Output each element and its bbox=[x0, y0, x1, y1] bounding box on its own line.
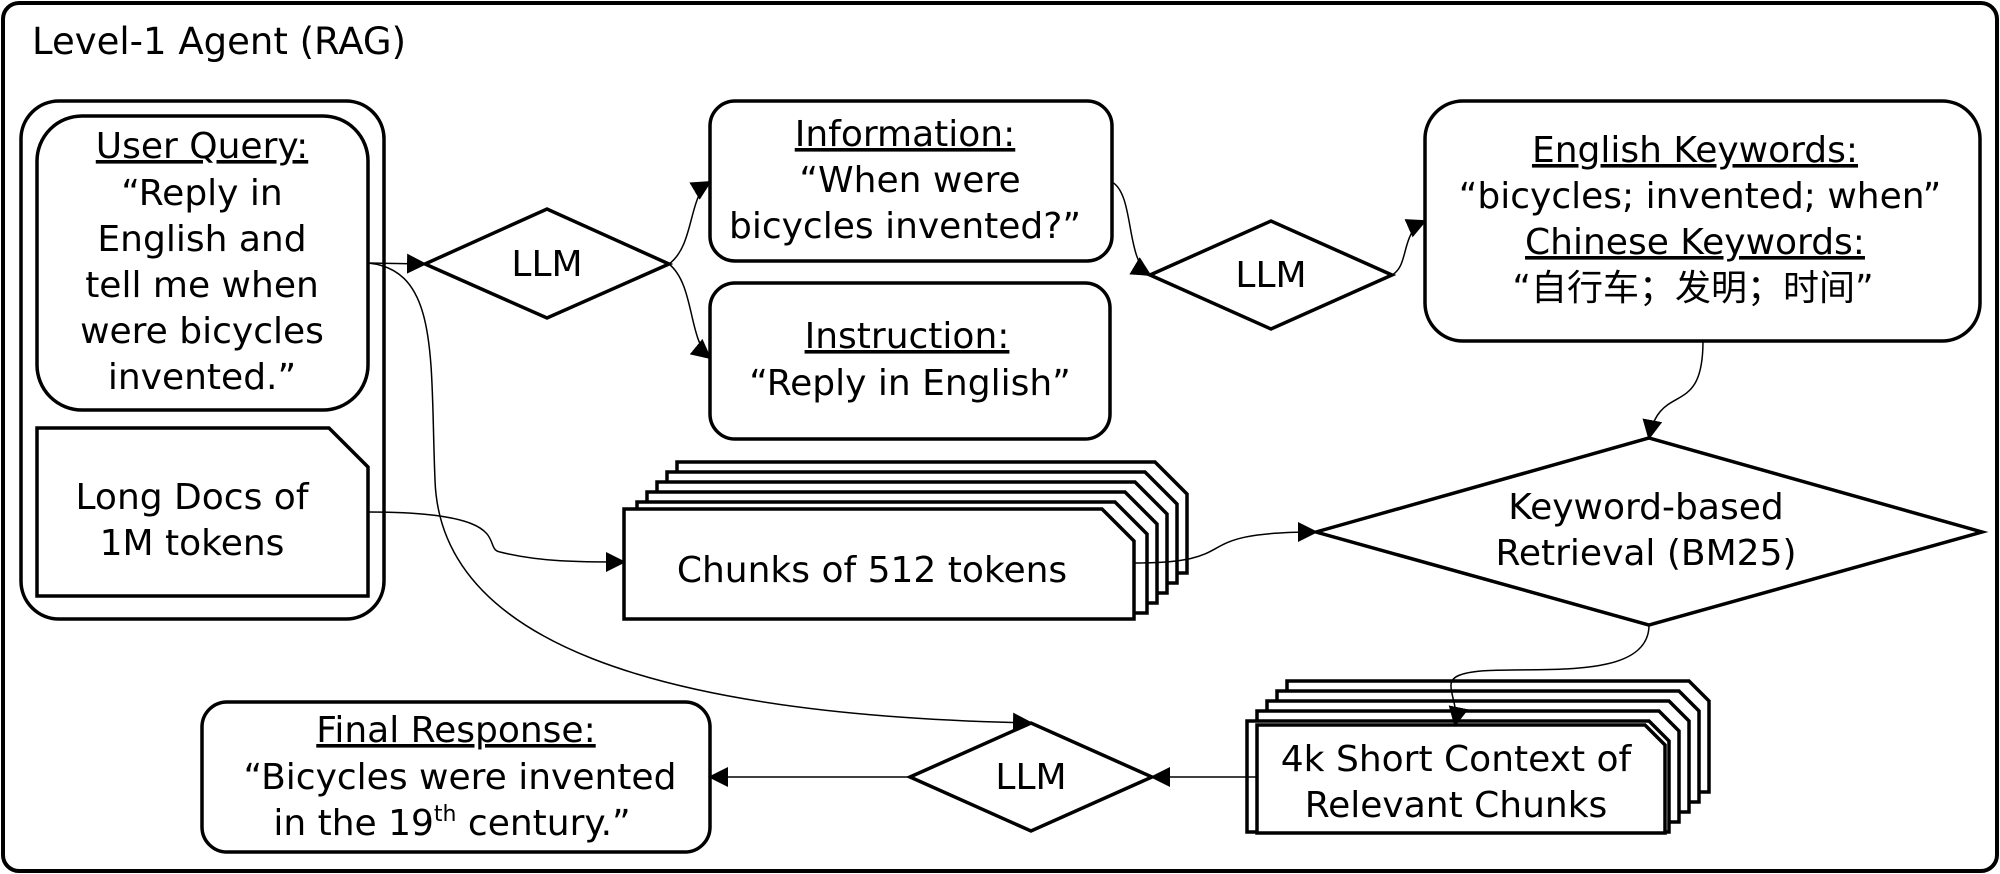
final-response-line: “Bicycles were invented bbox=[244, 757, 677, 798]
short-context-line: 4k Short Context of bbox=[1281, 739, 1633, 780]
diagram-title: Level-1 Agent (RAG) bbox=[32, 20, 406, 63]
llm-label: LLM bbox=[1235, 255, 1306, 296]
final-response-box: Final Response: “Bicycles were invented … bbox=[200, 700, 712, 854]
english-keywords-heading: English Keywords: bbox=[1532, 130, 1858, 171]
final-response-line2-post: century.” bbox=[456, 803, 630, 844]
chunks-to-retrieval-arrow bbox=[1133, 522, 1318, 564]
llm-diamond-2: LLM bbox=[1145, 219, 1397, 331]
english-keywords-value: “bicycles; invented; when” bbox=[1459, 176, 1942, 217]
information-line: “When were bbox=[799, 160, 1020, 201]
user-query-line: English and bbox=[97, 219, 306, 260]
final-response-heading: Final Response: bbox=[316, 710, 595, 751]
user-query-line: tell me when bbox=[85, 265, 319, 306]
llm-diamond-1: LLM bbox=[420, 207, 674, 320]
instruction-line: “Reply in English” bbox=[749, 363, 1071, 404]
longdocs-to-chunks-arrow bbox=[367, 511, 626, 572]
user-query-box: User Query: “Reply in English and tell m… bbox=[35, 114, 370, 412]
query-to-llm3-arrow bbox=[367, 262, 1033, 733]
final-response-line: in the 19th century.” bbox=[273, 802, 630, 844]
llm1-to-information-arrow bbox=[668, 180, 712, 265]
user-query-line: invented.” bbox=[108, 357, 296, 398]
keywords-box: English Keywords: “bicycles; invented; w… bbox=[1423, 99, 1982, 343]
user-query-line: “Reply in bbox=[121, 173, 283, 214]
chinese-keywords-value: “自行车；发明；时间” bbox=[1512, 268, 1873, 309]
long-docs-line: 1M tokens bbox=[100, 523, 285, 564]
short-context-line: Relevant Chunks bbox=[1305, 785, 1608, 826]
llm-label: LLM bbox=[995, 757, 1066, 798]
information-box: Information: “When were bicycles invente… bbox=[708, 99, 1114, 263]
llm-diamond-3: LLM bbox=[905, 721, 1157, 833]
instruction-box: Instruction: “Reply in English” bbox=[708, 281, 1112, 441]
information-heading: Information: bbox=[795, 114, 1016, 155]
final-response-line2-sup: th bbox=[434, 802, 457, 827]
llm2-to-keywords-arrow bbox=[1391, 219, 1427, 276]
long-docs-document: Long Docs of 1M tokens bbox=[35, 426, 370, 598]
retrieval-line: Keyword-based bbox=[1508, 487, 1783, 528]
query-to-llm1-arrow bbox=[367, 253, 427, 274]
chinese-keywords-heading: Chinese Keywords: bbox=[1525, 222, 1865, 263]
short-context-stack: 4k Short Context of Relevant Chunks bbox=[1245, 679, 1711, 835]
user-query-heading: User Query: bbox=[96, 126, 308, 167]
information-to-llm2-arrow bbox=[1111, 181, 1152, 277]
information-line: bicycles invented?” bbox=[729, 206, 1081, 247]
retrieval-line: Retrieval (BM25) bbox=[1495, 533, 1796, 574]
user-query-line: were bicycles bbox=[80, 311, 324, 352]
keywords-to-retrieval-arrow bbox=[1642, 340, 1704, 440]
llm-label: LLM bbox=[511, 244, 582, 285]
retrieval-to-context-arrow bbox=[1448, 624, 1650, 727]
final-response-line2-pre: in the 19 bbox=[273, 803, 434, 844]
chunks-label: Chunks of 512 tokens bbox=[677, 550, 1067, 591]
llm1-to-instruction-arrow bbox=[668, 263, 712, 360]
long-docs-line: Long Docs of bbox=[76, 477, 310, 518]
chunks-stack: Chunks of 512 tokens bbox=[622, 460, 1189, 621]
retrieval-diamond: Keyword-based Retrieval (BM25) bbox=[1309, 436, 1989, 627]
instruction-heading: Instruction: bbox=[805, 316, 1010, 357]
